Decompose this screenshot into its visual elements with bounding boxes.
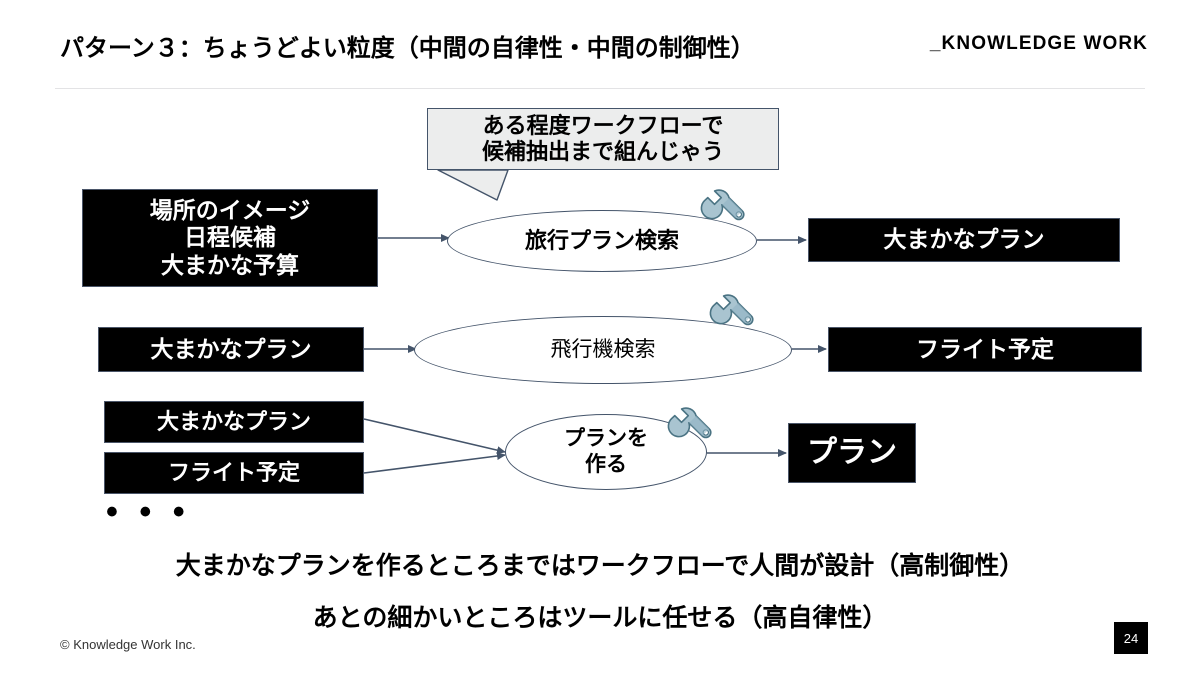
process-node-row2: 飛行機検索 — [414, 316, 792, 384]
output-box-row2: フライト予定 — [828, 327, 1142, 372]
connector-row3-in-b — [363, 452, 506, 474]
callout-tail — [437, 169, 509, 201]
page-title: パターン３：ちょうどよい粒度（中間の自律性・中間の制御性） — [60, 35, 755, 62]
input-box-row1: 場所のイメージ 日程候補 大まかな予算 — [82, 189, 378, 287]
connector-row3-in-a — [363, 418, 506, 455]
page-number-badge: 24 — [1114, 622, 1148, 654]
output-box-row1: 大まかなプラン — [808, 218, 1120, 262]
input-box-row3-b: フライト予定 — [104, 452, 364, 494]
summary-line-1: 大まかなプランを作るところまではワークフローで人間が設計（高制御性） — [175, 552, 1025, 580]
continuation-ellipsis: • • • — [106, 493, 191, 531]
callout-note: ある程度ワークフローで 候補抽出まで組んじゃう — [427, 108, 779, 170]
summary-line-2: あとの細かいところはツールに任せる（高自律性） — [312, 604, 888, 632]
brand-logo: _KNOWLEDGE WORK — [929, 33, 1148, 54]
process-node-row1: 旅行プラン検索 — [447, 210, 757, 272]
header-divider — [55, 88, 1145, 89]
output-box-row3: プラン — [788, 423, 916, 483]
process-node-row3: プランを 作る — [505, 414, 707, 490]
input-box-row2: 大まかなプラン — [98, 327, 364, 372]
input-box-row3-a: 大まかなプラン — [104, 401, 364, 443]
copyright-text: © Knowledge Work Inc. — [60, 637, 196, 652]
